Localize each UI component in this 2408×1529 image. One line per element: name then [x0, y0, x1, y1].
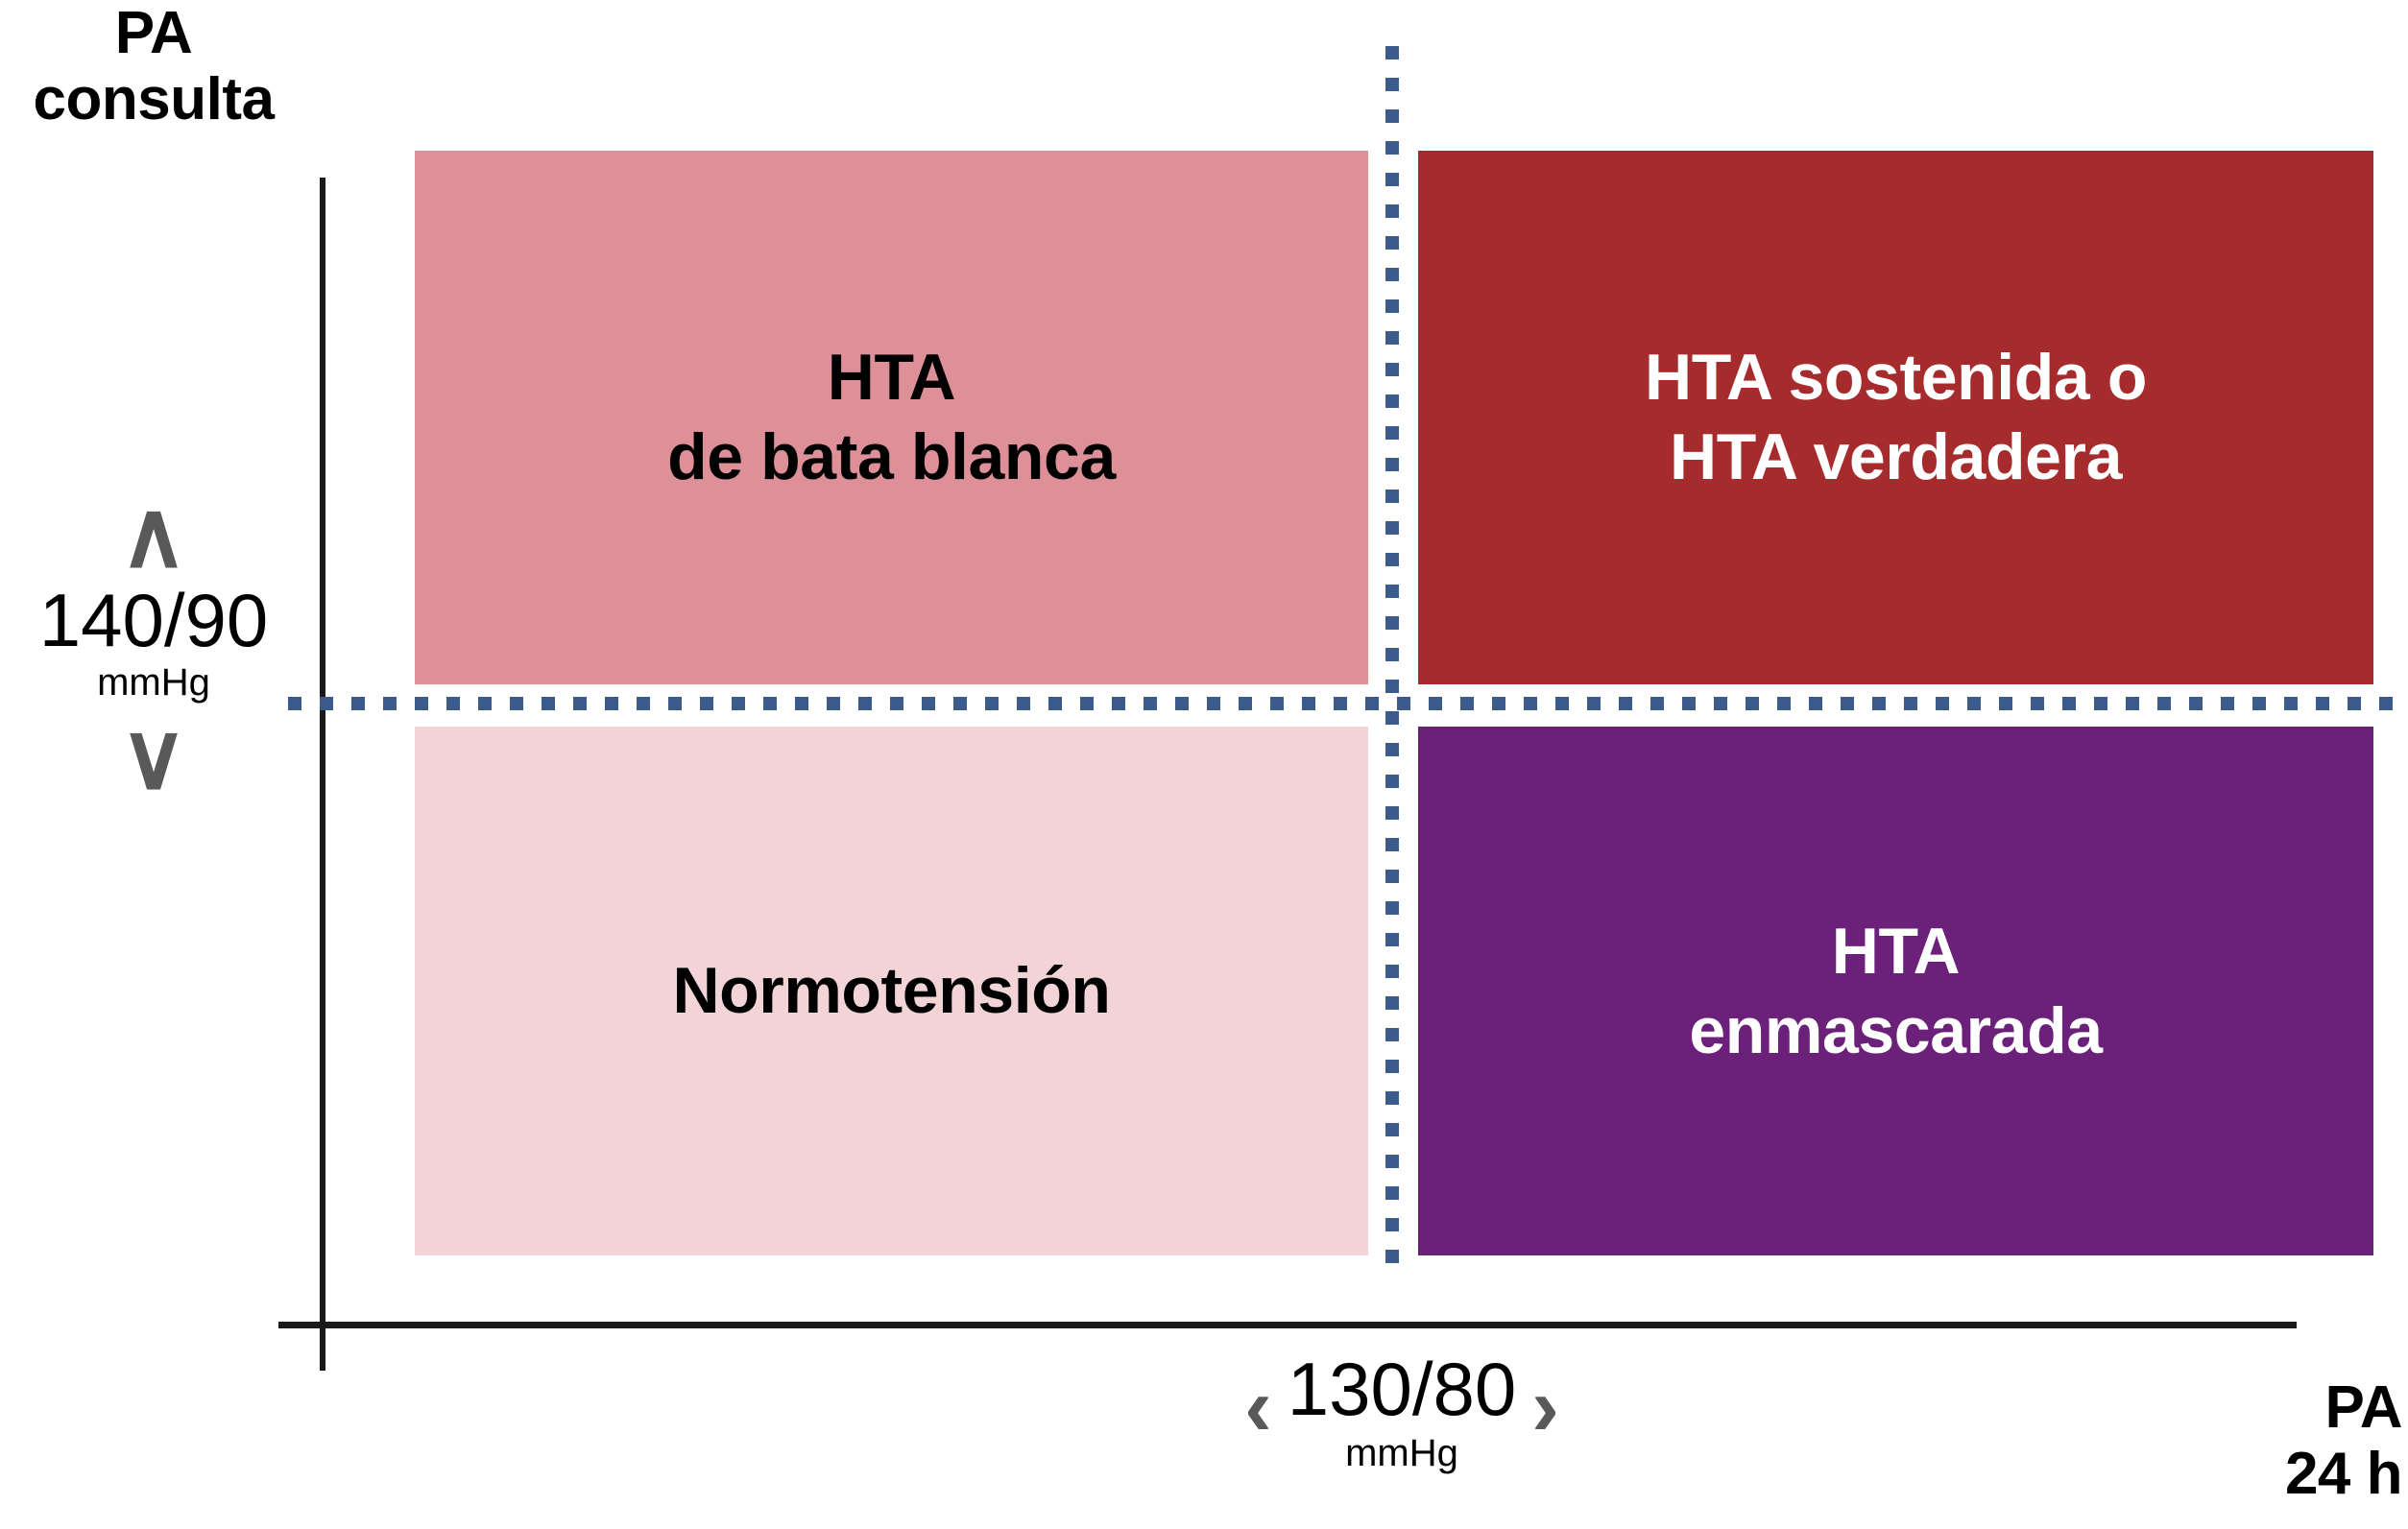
quadrant-white-coat-hypertension: HTA de bata blanca — [415, 151, 1368, 684]
x-threshold-unit: mmHg — [1345, 1432, 1458, 1474]
chevron-down-icon: ∨ — [119, 705, 188, 808]
y-axis-title: PA consulta — [0, 0, 307, 133]
quadrant-sustained-line-1: HTA sostenida o — [1645, 341, 2147, 415]
x-axis-line — [278, 1322, 2297, 1328]
chevron-right-icon: › — [1531, 1361, 1559, 1454]
y-axis-title-line-1: PA — [114, 0, 193, 66]
y-axis-title-line-2: consulta — [33, 66, 275, 133]
x-threshold-stack: 130/80 mmHg — [1288, 1351, 1517, 1480]
x-axis-title: PA 24 h — [2076, 1374, 2403, 1508]
x-threshold-value: 130/80 — [1287, 1347, 1517, 1431]
horizontal-threshold-divider — [288, 697, 2393, 710]
x-axis-title-line-1: PA — [2324, 1374, 2402, 1441]
quadrant-white-coat-line-2: de bata blanca — [667, 420, 1116, 493]
y-axis-threshold-group: ∧ 140/90 mmHg ∨ — [0, 484, 307, 808]
chevron-up-icon: ∧ — [119, 484, 188, 586]
chevron-left-icon: ‹ — [1244, 1361, 1272, 1454]
quadrant-normotension: Normotensión — [415, 727, 1368, 1255]
quadrant-masked-hypertension: HTA enmascarada — [1418, 727, 2373, 1255]
quadrant-masked-line-2: enmascarada — [1689, 993, 2103, 1067]
quadrant-normotension-line-1: Normotensión — [672, 954, 1111, 1028]
quadrant-sustained-line-2: HTA verdadera — [1670, 420, 2122, 493]
y-threshold-unit: mmHg — [97, 660, 210, 704]
x-axis-threshold-group: ‹ 130/80 mmHg › — [1133, 1351, 1671, 1480]
y-threshold-value: 140/90 — [38, 577, 269, 662]
vertical-threshold-divider — [1385, 46, 1399, 1273]
x-axis-title-line-2: 24 h — [2284, 1441, 2403, 1508]
y-axis-line — [320, 178, 325, 1371]
quadrant-masked-line-1: HTA — [1831, 914, 1961, 988]
quadrant-white-coat-line-1: HTA — [827, 341, 956, 415]
quadrant-sustained-hypertension: HTA sostenida o HTA verdadera — [1418, 151, 2373, 684]
